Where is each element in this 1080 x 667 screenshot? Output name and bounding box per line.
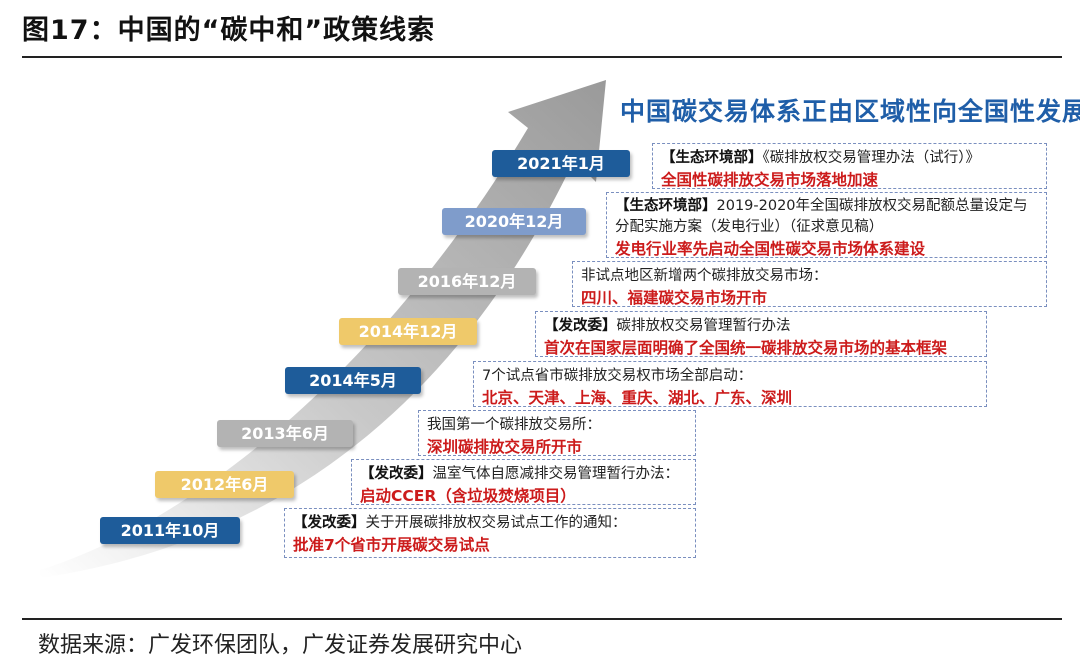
event-desc: 碳排放权交易管理暂行办法 (616, 318, 791, 334)
date-pill-2012-06: 2012年6月 (155, 471, 294, 498)
event-desc: 我国第一个碳排放交易所： (427, 417, 601, 433)
top-rule (22, 56, 1062, 58)
event-tag: 【发改委】 (293, 515, 366, 531)
event-box-2014-05: 7个试点省市碳排放交易权市场全部启动： 北京、天津、上海、重庆、湖北、广东、深圳 (473, 361, 987, 407)
event-desc: 温室气体自愿减排交易管理暂行办法： (432, 466, 680, 482)
event-box-2014-12: 【发改委】碳排放权交易管理暂行办法 首次在国家层面明确了全国统一碳排放交易市场的… (535, 311, 987, 357)
date-pill-2021-01: 2021年1月 (492, 150, 630, 177)
event-box-2013-06: 我国第一个碳排放交易所： 深圳碳排放交易所开市 (418, 410, 696, 456)
event-highlight: 全国性碳排放交易市场落地加速 (661, 171, 879, 189)
event-box-2020-12: 【生态环境部】2019-2020年全国碳排放权交易配额总量设定与 分配实施方案（… (606, 192, 1047, 258)
event-highlight: 批准7个省市开展碳交易试点 (293, 536, 490, 554)
event-desc: 非试点地区新增两个碳排放交易市场： (581, 268, 828, 284)
source-note: 数据来源：广发环保团队，广发证券发展研究中心 (38, 633, 523, 658)
figure-title: 图17：中国的“碳中和”政策线索 (22, 15, 436, 46)
event-highlight: 四川、福建碳交易市场开市 (581, 289, 768, 307)
growth-arrow-shape (40, 80, 606, 578)
date-pill-2014-12: 2014年12月 (339, 318, 477, 345)
event-box-2016-12: 非试点地区新增两个碳排放交易市场： 四川、福建碳交易市场开市 (572, 261, 1047, 307)
event-box-2012-06: 【发改委】温室气体自愿减排交易管理暂行办法： 启动CCER（含垃圾焚烧项目） (351, 459, 696, 505)
event-tag: 【生态环境部】 (615, 198, 717, 214)
event-tag: 【发改委】 (544, 318, 617, 334)
date-pill-2016-12: 2016年12月 (398, 268, 536, 295)
date-pill-2011-10: 2011年10月 (100, 517, 240, 544)
date-pill-2020-12: 2020年12月 (442, 208, 586, 235)
event-tag: 【发改委】 (360, 466, 433, 482)
event-desc: 7个试点省市碳排放交易权市场全部启动： (482, 368, 753, 384)
date-pill-2014-05: 2014年5月 (285, 367, 421, 394)
trend-label: 中国碳交易体系正由区域性向全国性发展 (620, 97, 1080, 126)
date-pill-2013-06: 2013年6月 (217, 420, 353, 447)
event-desc-cont: 分配实施方案（发电行业）（征求意见稿） (615, 219, 884, 235)
event-highlight: 深圳碳排放交易所开市 (427, 438, 583, 456)
event-tag: 【生态环境部】 (661, 150, 763, 166)
event-highlight: 首次在国家层面明确了全国统一碳排放交易市场的基本框架 (544, 339, 948, 357)
event-highlight: 启动CCER（含垃圾焚烧项目） (360, 487, 576, 505)
event-box-2021-01: 【生态环境部】《碳排放权交易管理办法（试行）》 全国性碳排放交易市场落地加速 (652, 143, 1047, 189)
event-desc: 关于开展碳排放权交易试点工作的通知： (365, 515, 627, 531)
event-desc: 2019-2020年全国碳排放权交易配额总量设定与 (716, 198, 1028, 214)
bottom-rule (22, 618, 1062, 620)
event-box-2011-10: 【发改委】关于开展碳排放权交易试点工作的通知： 批准7个省市开展碳交易试点 (284, 508, 696, 558)
event-desc: 《碳排放权交易管理办法（试行）》 (762, 150, 981, 166)
event-highlight: 发电行业率先启动全国性碳交易市场体系建设 (615, 240, 926, 258)
event-highlight: 北京、天津、上海、重庆、湖北、广东、深圳 (482, 389, 793, 407)
